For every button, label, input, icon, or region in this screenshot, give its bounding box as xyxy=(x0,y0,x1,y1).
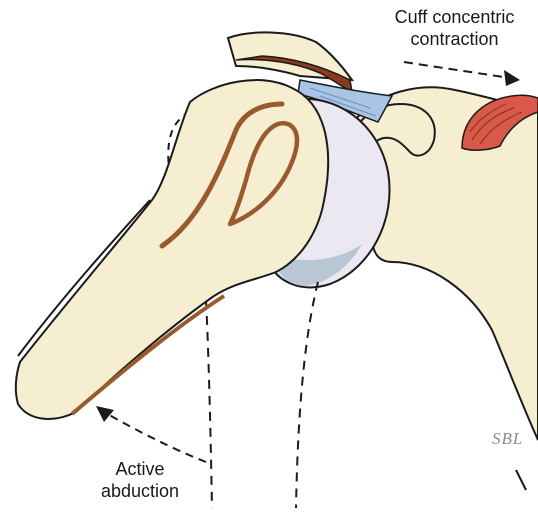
abduction-arrow xyxy=(104,412,206,462)
abduction-label-line2: abduction xyxy=(80,480,200,502)
active-abduction-label: Active abduction xyxy=(80,458,200,502)
scapula xyxy=(354,87,538,440)
cuff-contraction-label: Cuff concentric contraction xyxy=(372,6,537,50)
cuff-label-line1: Cuff concentric xyxy=(372,6,537,28)
cuff-contraction-arrow xyxy=(404,62,510,78)
artist-signature: SBL xyxy=(492,429,523,449)
abduction-label-line1: Active xyxy=(80,458,200,480)
cuff-label-line2: contraction xyxy=(372,28,537,50)
